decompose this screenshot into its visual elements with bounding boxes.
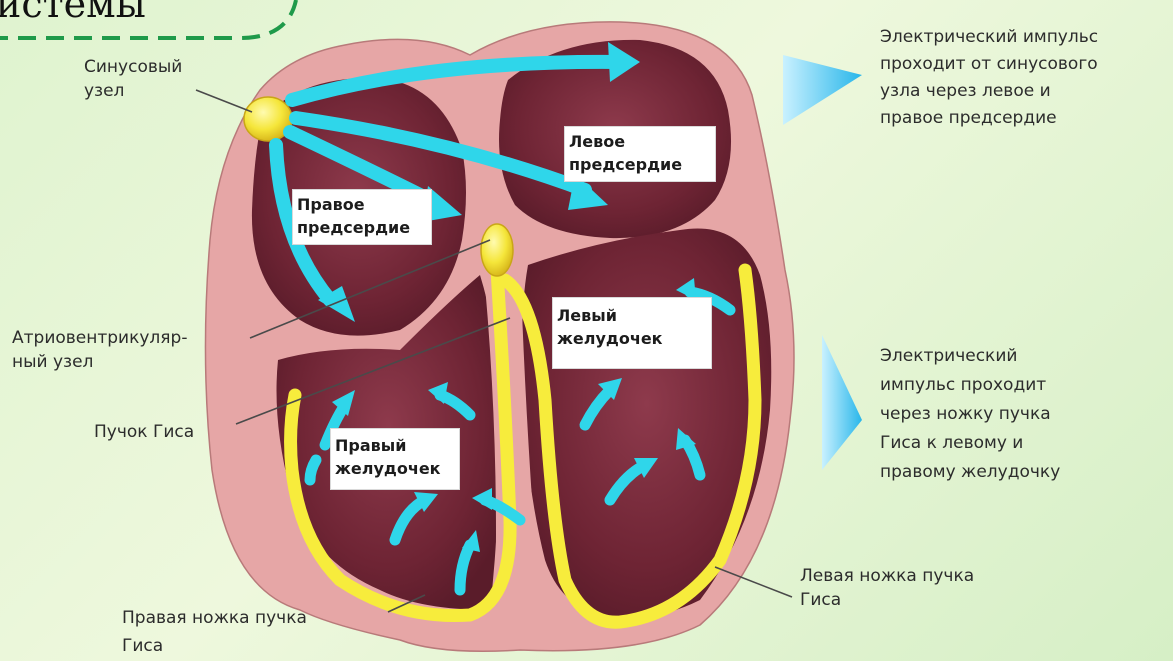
callout-av-node-line2: ный узел — [12, 350, 187, 374]
description-ventricles-line3: через ножку пучка — [880, 400, 1060, 429]
description-atria-line3: узла через левое и — [880, 78, 1098, 105]
label-left-atrium-line2: предсердие — [569, 153, 711, 176]
label-left-ventricle-line1: Левый — [557, 304, 707, 327]
triangle-marker-top — [783, 55, 862, 125]
callout-av-node-line1: Атриовентрикуляр- — [12, 326, 187, 350]
description-ventricles-line2: импульс проходит — [880, 371, 1060, 400]
callout-left-branch-line1: Левая ножка пучка — [800, 564, 974, 588]
callout-av-node: Атриовентрикуляр- ный узел — [12, 326, 187, 374]
description-atria-line2: проходит от синусового — [880, 51, 1098, 78]
callout-sinus-node: Синусовый узел — [84, 55, 182, 103]
label-right-atrium-line2: предсердие — [297, 216, 427, 239]
label-left-ventricle-line2: желудочек — [557, 327, 707, 350]
label-right-atrium-line1: Правое — [297, 193, 427, 216]
label-right-ventricle-line2: желудочек — [335, 457, 455, 480]
description-ventricles-line4: Гиса к левому и — [880, 429, 1060, 458]
label-left-atrium-line1: Левое — [569, 130, 711, 153]
label-right-ventricle-line1: Правый — [335, 434, 455, 457]
description-ventricles-line1: Электрический — [880, 342, 1060, 371]
label-right-atrium: Правое предсердие — [292, 189, 432, 245]
callout-his-bundle-line1: Пучок Гиса — [94, 420, 194, 444]
label-left-ventricle: Левый желудочек — [552, 297, 712, 369]
description-ventricles: Электрический импульс проходит через нож… — [880, 342, 1060, 487]
description-ventricles-line5: правому желудочку — [880, 458, 1060, 487]
callout-sinus-node-line1: Синусовый — [84, 55, 182, 79]
description-atria: Электрический импульс проходит от синусо… — [880, 24, 1098, 132]
leader-sinus-node — [196, 90, 252, 112]
title-fragment: истемы — [0, 0, 146, 26]
impulse-arrow — [310, 460, 316, 480]
label-right-ventricle: Правый желудочек — [330, 428, 460, 490]
description-atria-line4: правое предсердие — [880, 105, 1098, 132]
av-node — [481, 224, 513, 276]
description-atria-line1: Электрический импульс — [880, 24, 1098, 51]
triangle-marker-bottom — [822, 335, 862, 470]
callout-left-branch: Левая ножка пучка Гиса — [800, 564, 974, 612]
callout-sinus-node-line2: узел — [84, 79, 182, 103]
callout-right-branch-line1: Правая ножка пучка — [122, 604, 307, 632]
label-left-atrium: Левое предсердие — [564, 126, 716, 182]
callout-right-branch-line2: Гиса — [122, 632, 307, 660]
callout-his-bundle: Пучок Гиса — [94, 420, 194, 444]
callout-right-branch: Правая ножка пучка Гиса — [122, 604, 307, 660]
callout-left-branch-line2: Гиса — [800, 588, 974, 612]
